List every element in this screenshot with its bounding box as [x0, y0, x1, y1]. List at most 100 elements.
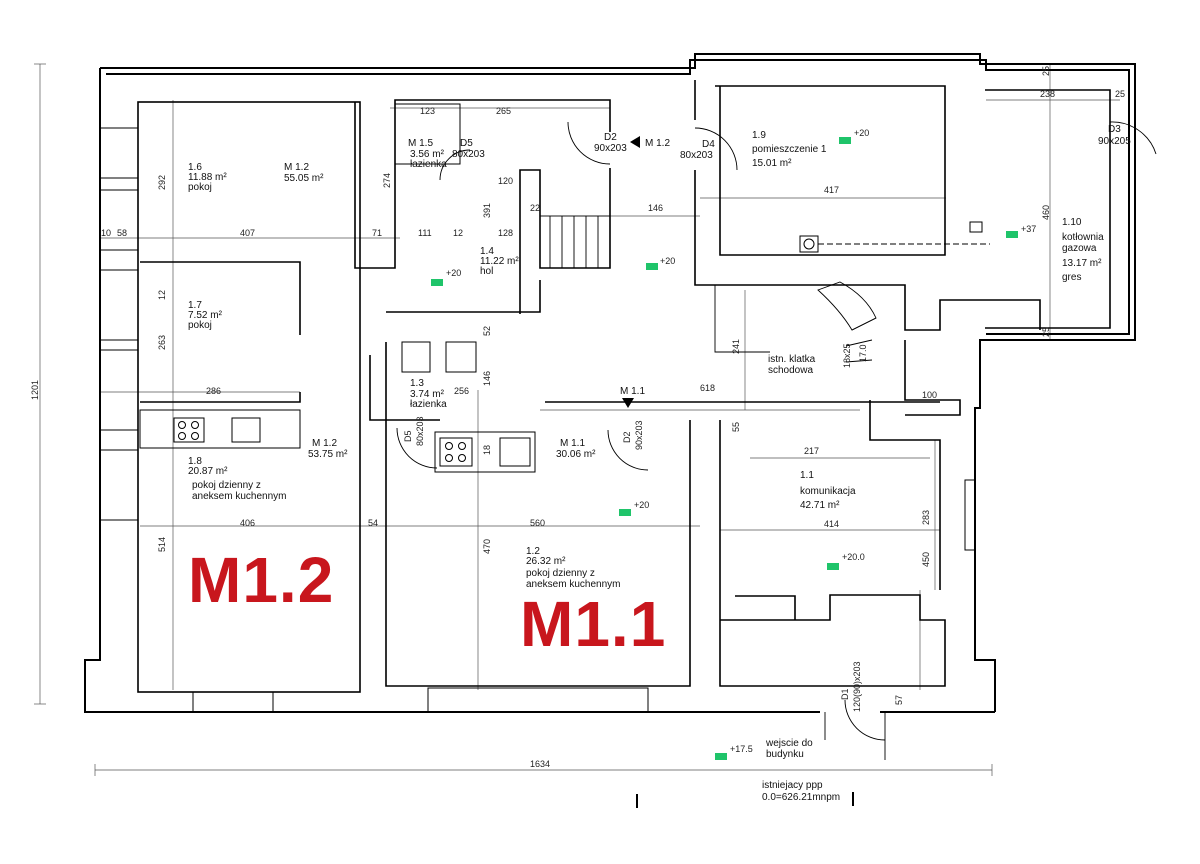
room-area: 11.88 m² — [188, 172, 227, 183]
level-value: +20 — [660, 256, 676, 266]
dimension-label: 128 — [498, 228, 514, 238]
room-id: 1.2 — [526, 546, 540, 557]
triangle-marker-icon — [630, 136, 640, 148]
room-area: 13.17 m² — [1062, 258, 1102, 269]
dimension-label: 470 — [482, 538, 492, 554]
room-id: 1.9 — [752, 130, 766, 141]
dimension-label: 450 — [921, 551, 931, 567]
dimension-label: 146 — [482, 370, 492, 386]
door-size: 80x203 — [452, 149, 485, 160]
dimension-label: 286 — [206, 386, 222, 396]
windows — [99, 127, 976, 713]
unit-label: M 1.2 — [284, 162, 310, 173]
door-id: D5 — [460, 138, 473, 149]
dimension-label: 618 — [700, 383, 716, 393]
triangle-marker-icon — [622, 398, 634, 408]
entrance-label: wejscie do budynku — [766, 738, 813, 760]
room-id: 1.1 — [800, 470, 814, 481]
door-id: D3 — [1108, 124, 1121, 135]
dimension-label: 263 — [157, 334, 167, 350]
room-name: kotłownia gazowa — [1062, 232, 1104, 254]
stair-dim-height: 17.0 — [858, 344, 868, 362]
dimension-label: 560 — [530, 518, 546, 528]
unit-area: 53.75 m² — [308, 449, 348, 460]
door-id: D5 — [403, 430, 413, 442]
dimension-label: 58 — [117, 228, 128, 238]
unit-marker-m11: M 1.1 — [620, 386, 646, 397]
dimension-label: 146 — [648, 203, 664, 213]
room-id: 1.10 — [1062, 217, 1082, 228]
reference-level-line2: 0.0=626.21mnpm — [762, 792, 841, 803]
dimension-label: 217 — [804, 446, 820, 456]
unit-area: 55.05 m² — [284, 173, 324, 184]
level-icon — [619, 509, 631, 516]
dimension-label: 25 — [1041, 326, 1051, 337]
dimension-label: 514 — [157, 536, 167, 552]
dimension-label: 10 — [101, 228, 112, 238]
unit-label-m12: M1.2 — [188, 544, 335, 616]
dimension-label: 265 — [496, 106, 512, 116]
dimension-label: 100 — [922, 390, 938, 400]
dimension-label: 22 — [530, 203, 541, 213]
level-value: +20.0 — [842, 552, 865, 562]
door-size: 90x203 — [634, 420, 644, 450]
room-area: 15.01 m² — [752, 158, 792, 169]
dimension-label: 414 — [824, 519, 840, 529]
dimension-label: 25 — [1115, 89, 1126, 99]
level-value: +37 — [1021, 224, 1037, 234]
room-name: pokoj dzienny z aneksem kuchennym — [526, 568, 621, 590]
dimension-label: 1201 — [30, 379, 40, 400]
dimension-label: 1634 — [530, 759, 551, 769]
door-id: D2 — [622, 431, 632, 443]
room-name: pokoj — [188, 182, 212, 193]
level-value: +17.5 — [730, 744, 753, 754]
dimension-label: 123 — [420, 106, 436, 116]
dimension-label: 52 — [482, 325, 492, 336]
reference-tick — [636, 794, 638, 808]
dimension-label: 57 — [894, 694, 904, 705]
room-id: 1.4 — [480, 246, 494, 257]
dimension-label: 274 — [382, 172, 392, 188]
dimension-label: 391 — [482, 202, 492, 218]
dimension-label: 241 — [731, 338, 741, 354]
reference-tick — [852, 792, 854, 806]
room-name: pokoj dzienny z aneksem kuchennym — [192, 480, 287, 502]
level-value: +20 — [854, 128, 870, 138]
room-name: pomieszczenie 1 — [752, 144, 827, 155]
level-icon — [646, 263, 658, 270]
stair-dim-steps: 18x25 — [842, 343, 852, 368]
door-size: 120(90)x203 — [852, 661, 862, 712]
room-id: 1.8 — [188, 456, 202, 467]
level-icon — [839, 137, 851, 144]
room-name: hol — [480, 266, 494, 277]
unit-label: M 1.2 — [312, 438, 338, 449]
dimension-label: 460 — [1041, 204, 1051, 220]
room-area: 11.22 m² — [480, 256, 519, 267]
door-id: D1 — [840, 688, 850, 700]
stairs — [539, 215, 877, 363]
dimension-label: 55 — [731, 421, 741, 432]
door-id: D2 — [604, 132, 617, 143]
unit-area: 30.06 m² — [556, 449, 596, 460]
dimension-label: 25 — [1041, 65, 1051, 76]
door-swings — [396, 121, 1157, 760]
room-area: 42.71 m² — [800, 500, 840, 511]
dimension-label: 12 — [157, 289, 167, 300]
door-size: 80x203 — [415, 416, 425, 446]
room-id: 1.3 — [410, 378, 424, 389]
room-area: 26.32 m² — [526, 556, 566, 567]
boiler — [799, 221, 990, 253]
dimension-label: 417 — [824, 185, 840, 195]
room-area: 3.74 m² — [410, 389, 444, 400]
room-id: 1.6 — [188, 162, 202, 173]
dimension-label: 407 — [240, 228, 256, 238]
level-icon — [715, 753, 727, 760]
dimension-label: 120 — [498, 176, 514, 186]
dimension-label: 12 — [453, 228, 464, 238]
room-floor: gres — [1062, 272, 1082, 283]
door-id: D4 — [702, 139, 715, 150]
unit-label-m11: M1.1 — [520, 588, 667, 660]
room-area: 7.52 m² — [188, 310, 222, 321]
level-icon — [1006, 231, 1018, 238]
door-size: 80x203 — [680, 150, 713, 161]
